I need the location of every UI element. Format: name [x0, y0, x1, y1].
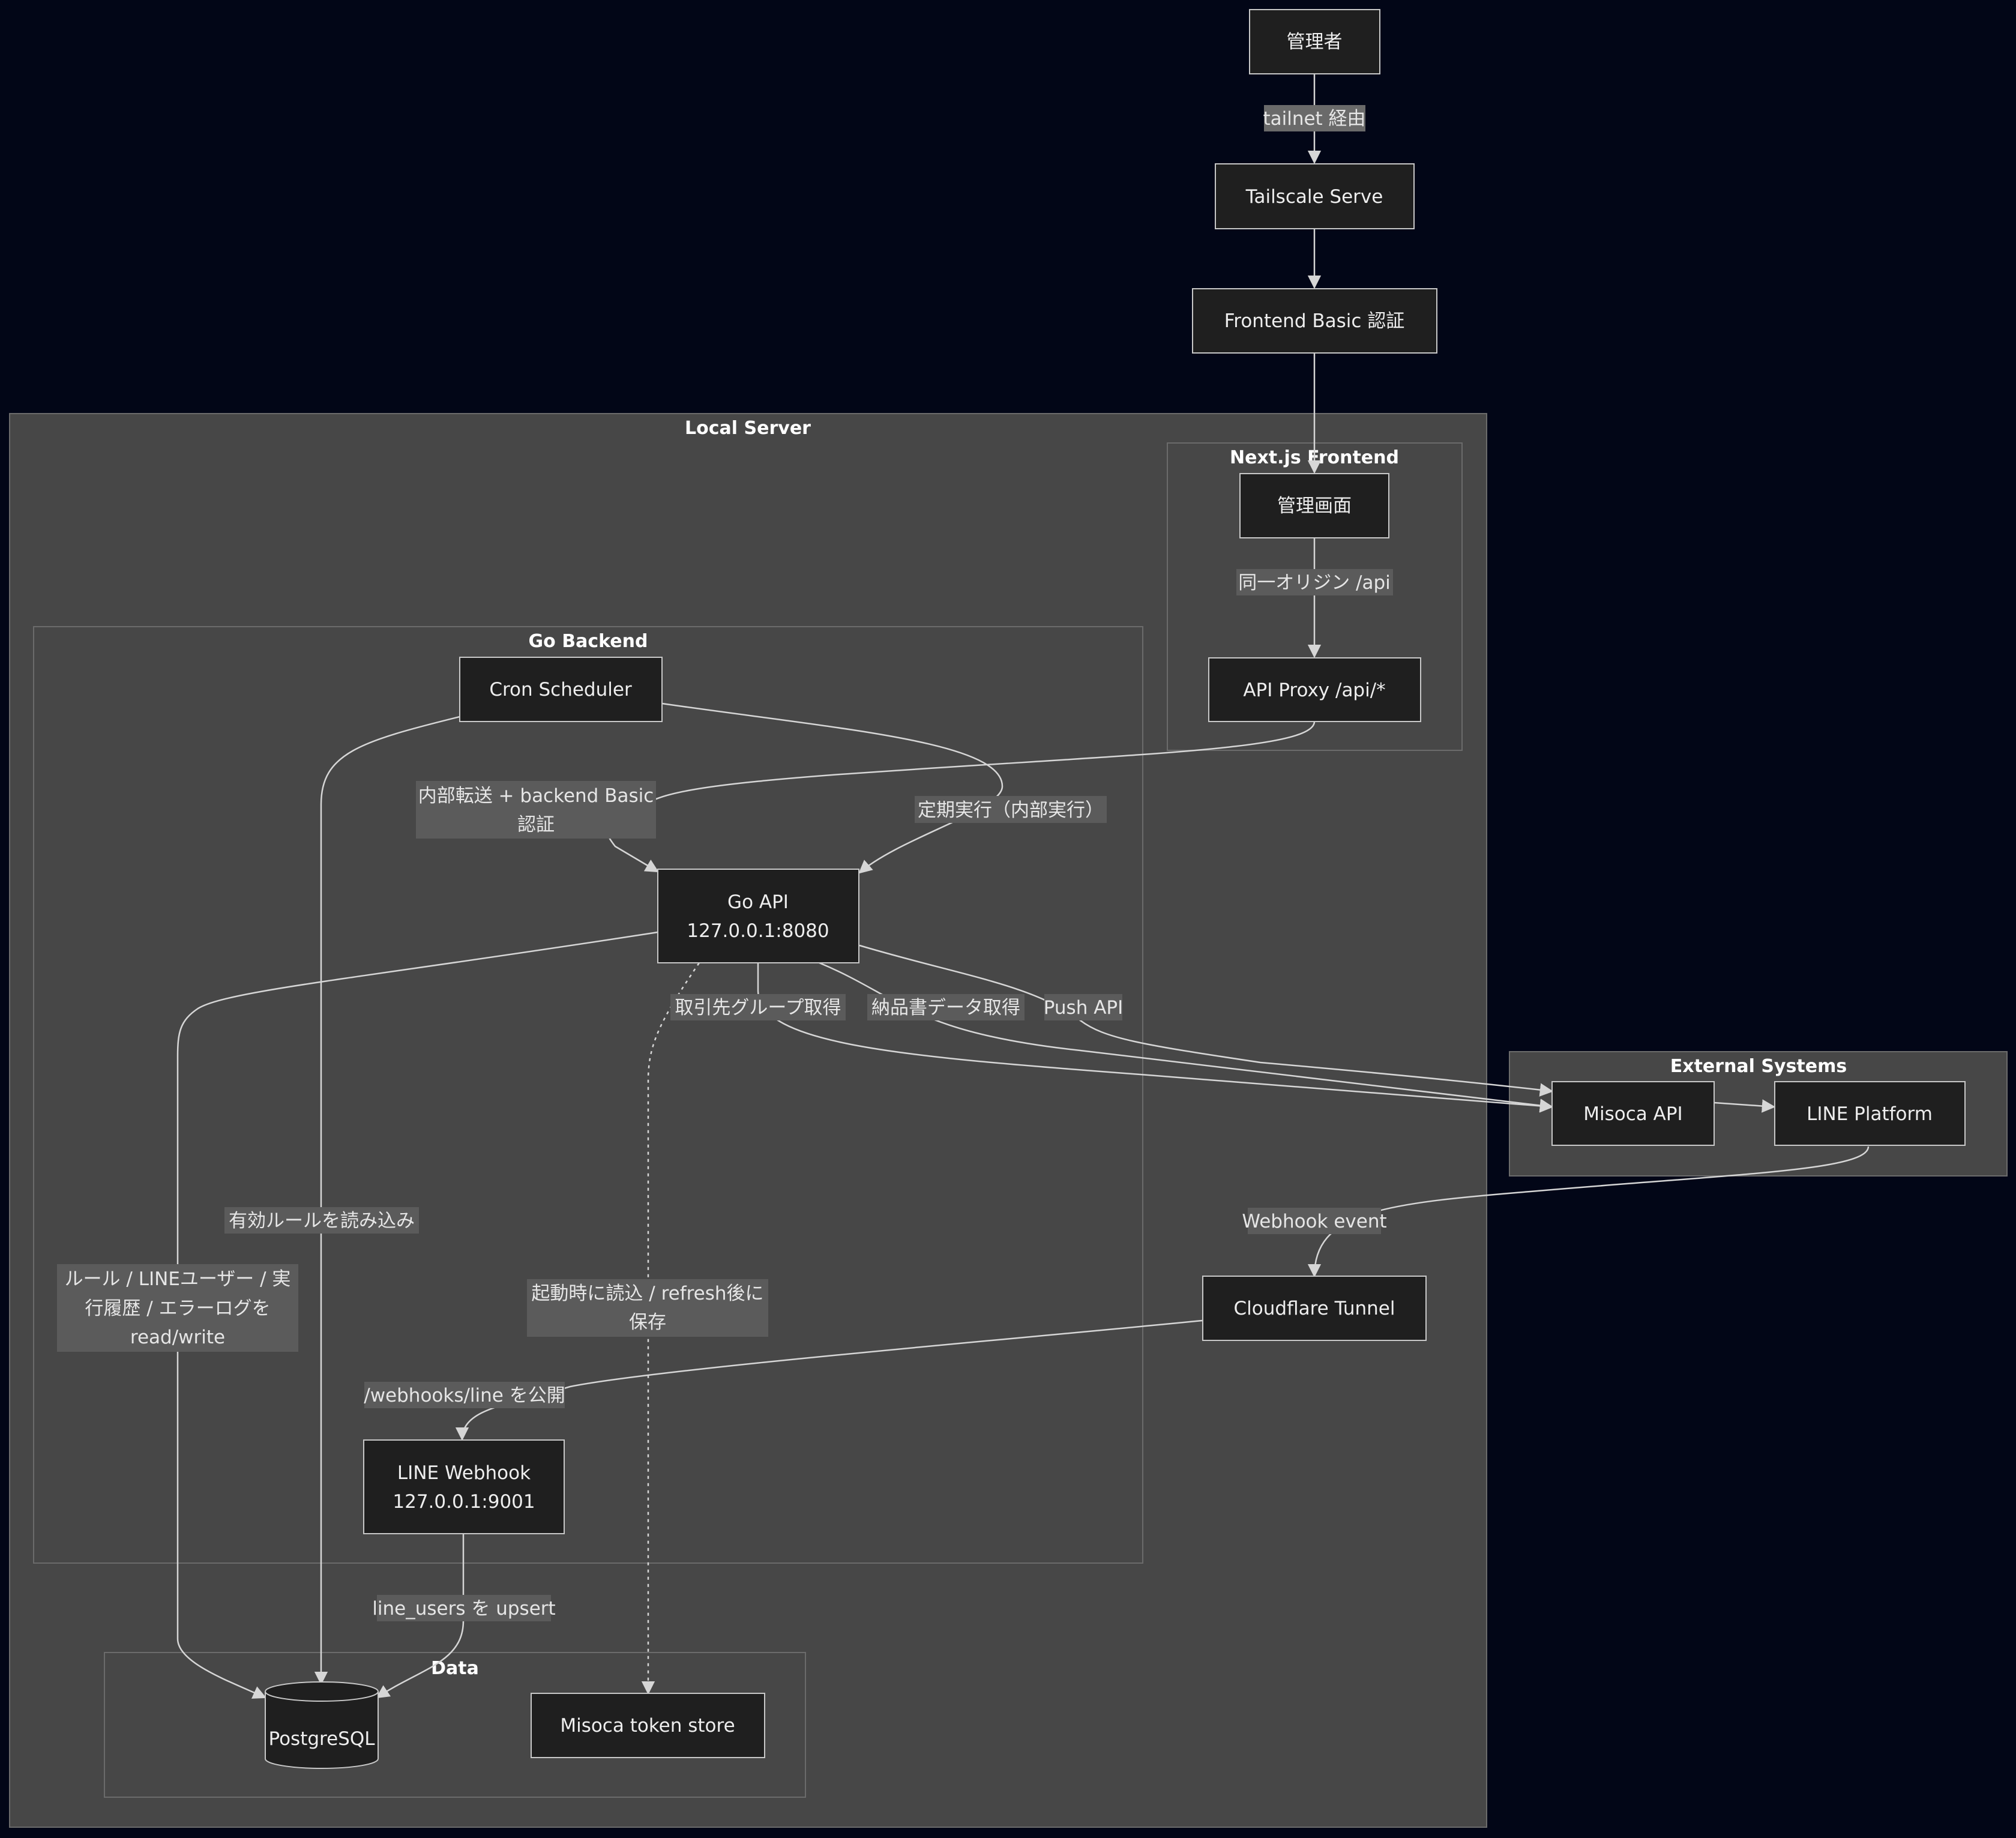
svg-text:取引先グループ取得: 取引先グループ取得 — [675, 997, 841, 1019]
svg-text:tailnet 経由: tailnet 経由 — [1263, 108, 1365, 130]
edge-cloudflare-line-webhook — [455, 1319, 1203, 1441]
svg-text:/webhooks/line を公開: /webhooks/line を公開 — [364, 1385, 565, 1406]
edge-label-publish: /webhooks/line を公開 — [364, 1382, 565, 1408]
node-misoca-token-store[interactable]: Misoca token store — [531, 1693, 765, 1758]
edge-go-api-token-store — [641, 962, 700, 1695]
edge-label-load-rules: 有効ルールを読み込み — [224, 1207, 419, 1234]
svg-text:Go API: Go API — [727, 891, 789, 913]
edge-label-periodic: 定期実行（内部実行） — [915, 796, 1107, 823]
svg-text:Cloudflare Tunnel: Cloudflare Tunnel — [1234, 1298, 1395, 1319]
svg-text:認証: 認証 — [517, 814, 555, 836]
svg-text:Cron Scheduler: Cron Scheduler — [489, 679, 632, 701]
svg-text:有効ルールを読み込み: 有効ルールを読み込み — [229, 1210, 415, 1232]
svg-text:Webhook event: Webhook event — [1242, 1211, 1386, 1232]
cluster-go-backend: Go Backend — [33, 626, 1143, 1564]
edge-go-api-postgres — [176, 931, 658, 1699]
edge-label-delivery-data: 納品書データ取得 — [867, 994, 1025, 1020]
cluster-title-local-server: Local Server — [685, 418, 811, 439]
svg-text:保存: 保存 — [629, 1312, 666, 1333]
svg-text:LINE Webhook: LINE Webhook — [397, 1462, 531, 1484]
edge-label-webhook-event: Webhook event — [1242, 1208, 1387, 1234]
edge-label-token: 起動時に読込 / refresh後に 保存 — [527, 1279, 768, 1337]
node-tailscale-serve[interactable]: Tailscale Serve — [1215, 163, 1415, 229]
edge-label-read-write: ルール / LINEユーザー / 実 行履歴 / エラーログを read/wri… — [57, 1264, 298, 1352]
edge-cron-go-api — [661, 702, 1003, 874]
edge-label-tailnet: tailnet 経由 — [1263, 105, 1366, 131]
edge-misoca-line-platform — [1714, 1099, 1776, 1113]
svg-text:127.0.0.1:8080: 127.0.0.1:8080 — [687, 920, 829, 942]
node-cron-scheduler[interactable]: Cron Scheduler — [459, 657, 663, 722]
node-cloudflare-tunnel[interactable]: Cloudflare Tunnel — [1202, 1276, 1427, 1341]
svg-text:PostgreSQL: PostgreSQL — [268, 1728, 375, 1750]
svg-text:納品書データ取得: 納品書データ取得 — [871, 997, 1020, 1019]
svg-text:管理画面: 管理画面 — [1277, 495, 1352, 517]
svg-text:127.0.0.1:9001: 127.0.0.1:9001 — [393, 1491, 535, 1513]
svg-text:API Proxy /api/*: API Proxy /api/* — [1243, 679, 1385, 701]
node-go-api[interactable]: Go API 127.0.0.1:8080 — [657, 869, 859, 963]
node-line-platform[interactable]: LINE Platform — [1774, 1081, 1966, 1146]
node-admin[interactable]: 管理者 — [1249, 9, 1380, 74]
svg-text:内部転送 + backend Basic: 内部転送 + backend Basic — [418, 785, 654, 807]
svg-text:起動時に読込 / refresh後に: 起動時に読込 / refresh後に — [531, 1283, 763, 1304]
edge-cron-postgres — [314, 716, 460, 1686]
node-postgresql[interactable]: PostgreSQL — [265, 1681, 379, 1769]
svg-text:定期実行（内部実行）: 定期実行（内部実行） — [918, 800, 1104, 821]
cluster-title-external-systems: External Systems — [1670, 1056, 1847, 1077]
edge-line-webhook-postgres — [376, 1533, 465, 1699]
edge-label-internal-forward: 内部転送 + backend Basic 認証 — [416, 781, 656, 839]
node-api-proxy[interactable]: API Proxy /api/* — [1208, 657, 1421, 722]
edge-go-api-misoca-3 — [859, 944, 1554, 1097]
edge-label-same-origin: 同一オリジン /api — [1236, 569, 1393, 595]
edge-label-upsert: line_users を upsert — [372, 1595, 556, 1621]
node-line-webhook[interactable]: LINE Webhook 127.0.0.1:9001 — [363, 1439, 565, 1534]
svg-text:LINE Platform: LINE Platform — [1807, 1103, 1933, 1125]
svg-text:Misoca token store: Misoca token store — [560, 1715, 735, 1737]
svg-text:同一オリジン /api: 同一オリジン /api — [1238, 572, 1391, 594]
svg-text:line_users を upsert: line_users を upsert — [372, 1598, 555, 1620]
edge-label-push-api: Push API — [1044, 994, 1124, 1020]
svg-text:Frontend Basic 認証: Frontend Basic 認証 — [1224, 310, 1405, 332]
cluster-title-go-backend: Go Backend — [529, 631, 648, 652]
node-frontend-basic-auth[interactable]: Frontend Basic 認証 — [1192, 288, 1437, 354]
svg-text:Misoca API: Misoca API — [1583, 1103, 1682, 1125]
edge-label-client-group: 取引先グループ取得 — [670, 994, 846, 1020]
svg-text:read/write: read/write — [130, 1327, 225, 1348]
svg-text:Push API: Push API — [1044, 997, 1124, 1019]
svg-text:行履歴 / エラーログを: 行履歴 / エラーログを — [85, 1298, 270, 1319]
edge-go-api-misoca-1 — [757, 963, 1554, 1113]
svg-text:管理者: 管理者 — [1287, 31, 1343, 53]
node-admin-screen[interactable]: 管理画面 — [1239, 473, 1389, 538]
cluster-title-data: Data — [431, 1658, 479, 1679]
database-icon — [265, 1681, 379, 1769]
svg-text:Tailscale Serve: Tailscale Serve — [1245, 186, 1383, 208]
node-misoca-api[interactable]: Misoca API — [1551, 1081, 1715, 1146]
svg-text:ルール / LINEユーザー / 実: ルール / LINEユーザー / 実 — [65, 1268, 291, 1290]
